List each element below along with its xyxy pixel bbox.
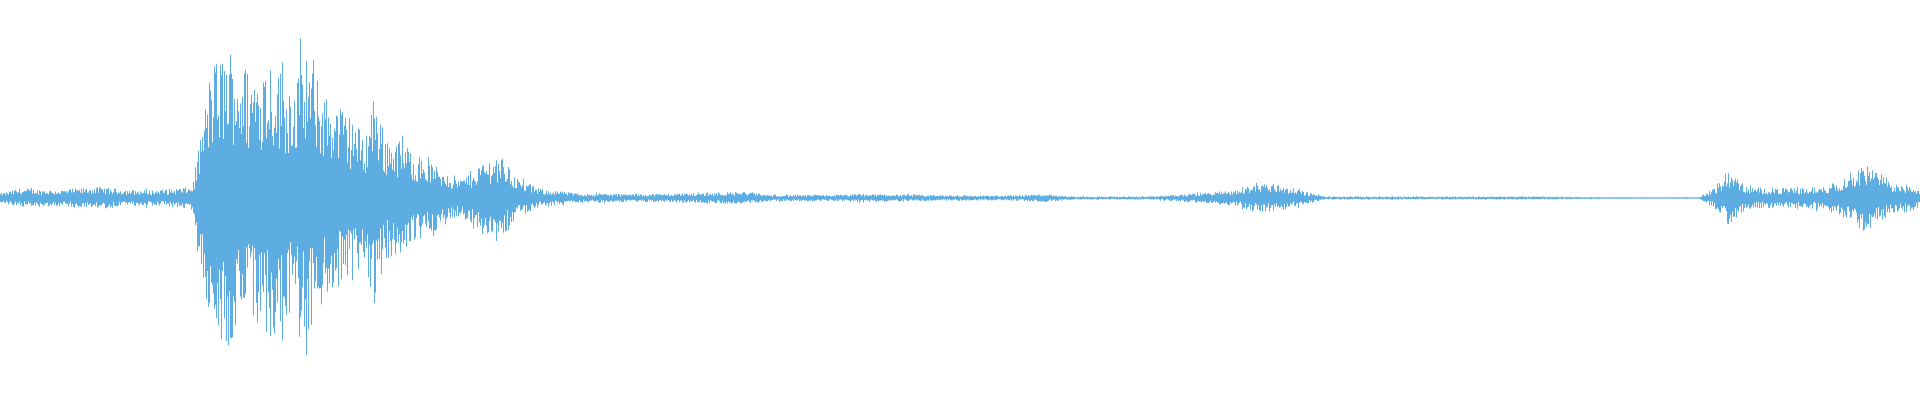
waveform-bars [0, 38, 1920, 356]
